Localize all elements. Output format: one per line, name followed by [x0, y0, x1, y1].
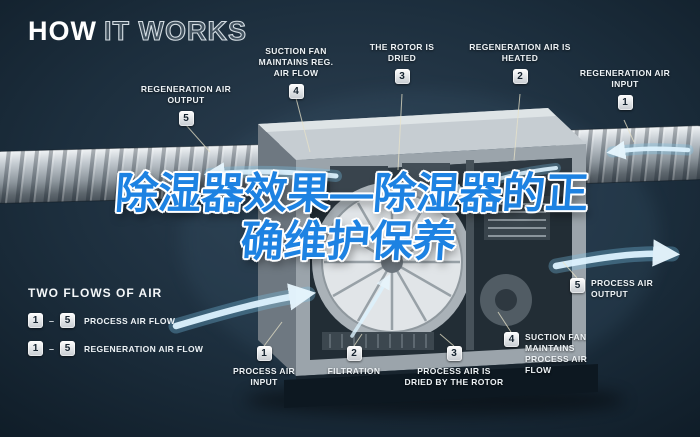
regen-internal-arrow — [447, 166, 558, 199]
callout-regeneration-air-heated: REGENERATION AIR IS HEATED 2 — [468, 42, 572, 85]
brand-it-works: IT WORKS — [103, 15, 247, 46]
legend-label: REGENERATION AIR FLOW — [84, 343, 204, 354]
callout-regeneration-air-input: REGENERATION AIR INPUT 1 — [578, 68, 672, 111]
callout-label: SUCTION FAN MAINTAINS REG. AIR FLOW — [258, 46, 334, 79]
legend: TWO FLOWS OF AIR 1 – 5 PROCESS AIR FLOW … — [28, 286, 203, 356]
step-badge: 5 — [570, 278, 585, 293]
overlay-title-line2: 确维护保养 — [239, 218, 458, 267]
callout-label: THE ROTOR IS DRIED — [369, 42, 435, 64]
regen-output-arrow — [203, 162, 339, 184]
legend-heading: TWO FLOWS OF AIR — [28, 286, 163, 300]
rotor — [312, 182, 472, 342]
overlay-title-line1: 除湿器效果—除湿器的正 — [113, 170, 590, 218]
step-badge: 5 — [178, 111, 194, 127]
step-badge: 4 — [288, 84, 304, 100]
callout-process-air-output: 5 PROCESS AIR OUTPUT — [570, 278, 682, 300]
step-badge: 2 — [346, 346, 362, 361]
machine-top-highlight — [258, 108, 556, 132]
callout-lines — [185, 93, 635, 347]
legend-row-process: 1 – 5 PROCESS AIR FLOW — [28, 313, 203, 328]
step-badge: 1 — [28, 341, 43, 356]
callout-regeneration-air-output: REGENERATION AIR OUTPUT 5 — [134, 84, 238, 127]
process-input-arrow — [172, 283, 317, 330]
process-internal-arrow — [350, 274, 391, 338]
overlay-title: 除湿器效果—除湿器的正 确维护保养 — [0, 170, 700, 266]
range-separator: – — [49, 343, 55, 354]
step-badge: 2 — [512, 69, 528, 85]
step-badge: 1 — [28, 313, 43, 328]
callout-label: REGENERATION AIR IS HEATED — [469, 42, 571, 64]
callout-suction-fan-reg: SUCTION FAN MAINTAINS REG. AIR FLOW 4 — [250, 46, 342, 100]
step-badge: 4 — [504, 332, 519, 347]
suction-fan — [480, 274, 532, 326]
callout-suction-fan-process: 4 SUCTION FAN MAINTAINS PROCESS AIR FLOW — [504, 332, 616, 376]
process-output-arrow — [552, 239, 681, 270]
step-badge: 1 — [617, 95, 633, 111]
callout-label: REGENERATION AIR INPUT — [579, 68, 671, 90]
regen-input-arrow — [606, 140, 691, 160]
callout-process-air-input: 1 PROCESS AIR INPUT — [226, 346, 302, 388]
machine-base — [284, 364, 598, 408]
step-badge: 3 — [446, 346, 462, 361]
interior-divider — [466, 160, 474, 350]
step-badge: 3 — [394, 69, 410, 85]
legend-label: PROCESS AIR FLOW — [84, 315, 176, 326]
callout-label: PROCESS AIR OUTPUT — [591, 278, 654, 300]
callout-filtration: 2 FILTRATION — [318, 346, 390, 377]
heater — [484, 196, 550, 240]
step-badge: 5 — [60, 313, 76, 328]
callout-process-air-dried: 3 PROCESS AIR IS DRIED BY THE ROTOR — [402, 346, 506, 388]
callout-label: FILTRATION — [327, 366, 381, 376]
step-badge: 5 — [60, 341, 76, 356]
range-separator: – — [49, 315, 55, 326]
step-badge: 1 — [256, 346, 272, 361]
interior-panel — [402, 163, 450, 187]
callout-label: SUCTION FAN MAINTAINS PROCESS AIR FLOW — [525, 332, 588, 376]
airflow-arrows — [168, 140, 694, 338]
machine-left-face — [258, 124, 296, 376]
brand-how: HOW — [28, 16, 97, 46]
callout-label: PROCESS AIR INPUT — [232, 366, 296, 388]
legend-row-regeneration: 1 – 5 REGENERATION AIR FLOW — [28, 341, 203, 356]
filter — [322, 332, 434, 350]
callout-label: REGENERATION AIR OUTPUT — [140, 84, 232, 106]
machine-cabinet — [245, 108, 625, 416]
left-duct — [0, 143, 306, 204]
callout-label: PROCESS AIR IS DRIED BY THE ROTOR — [404, 366, 504, 388]
callout-rotor-dried: THE ROTOR IS DRIED 3 — [360, 42, 444, 85]
